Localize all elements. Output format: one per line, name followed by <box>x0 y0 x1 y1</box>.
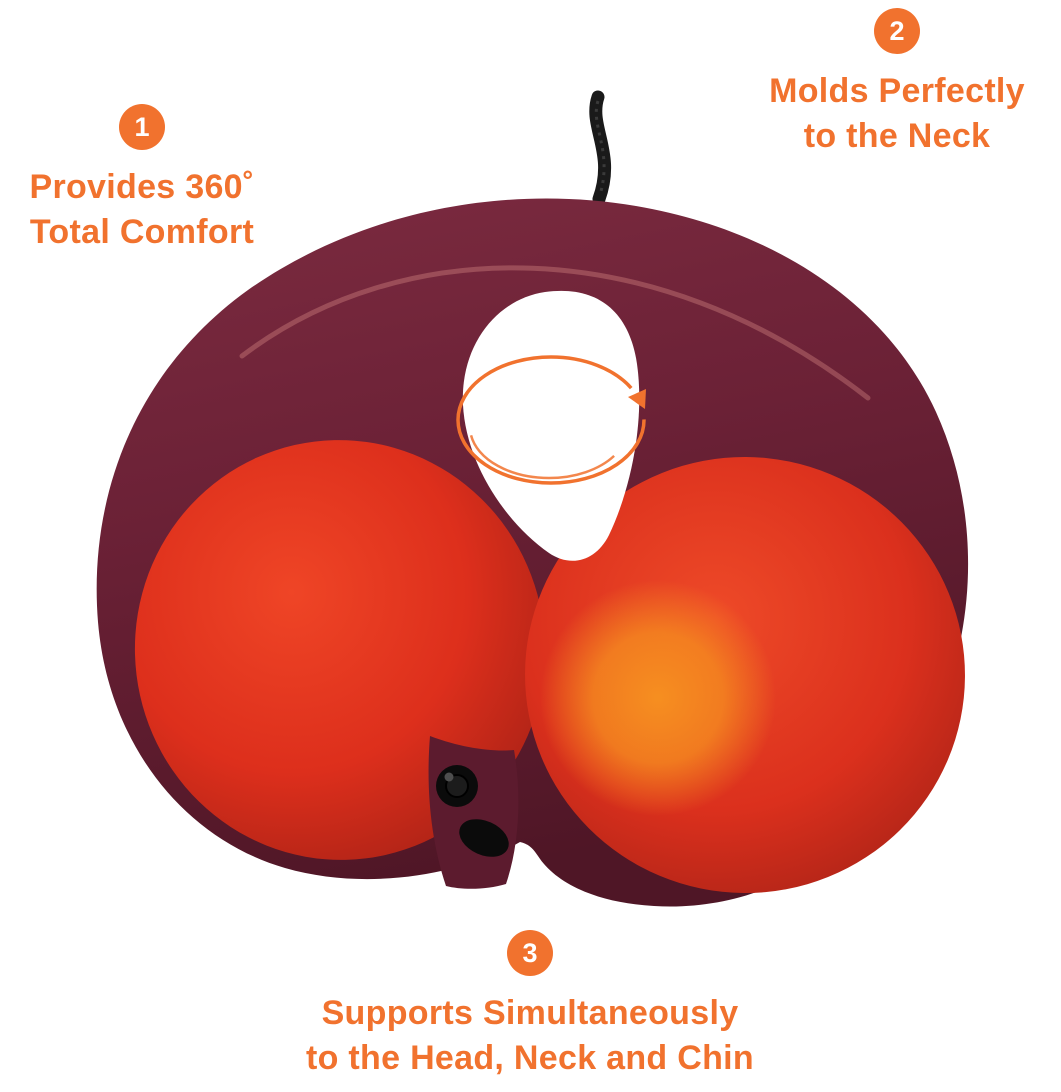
callout-1-number: 1 <box>134 111 150 142</box>
callout-3-line-2: to the Head, Neck and Chin <box>306 1038 754 1077</box>
callout-2-line-1: Molds Perfectly <box>769 72 1025 110</box>
callout-1-line-2: Total Comfort <box>29 212 255 251</box>
callout-supports-head-neck-chin: 3 Supports Simultaneously to the Head, N… <box>178 930 882 1081</box>
snap-tab <box>428 736 519 889</box>
callout-3-line-1: Supports Simultaneously <box>321 994 739 1032</box>
callout-2-number: 2 <box>889 15 905 46</box>
callout-molds-to-neck: 2 Molds Perfectly to the Neck <box>747 8 1047 159</box>
callout-1-number-badge: 1 <box>119 104 165 150</box>
shell-highlight <box>239 265 871 401</box>
neck-opening <box>462 290 640 561</box>
callout-2-text: Molds Perfectly to the Neck <box>747 69 1047 159</box>
callout-1-text: Provides 360˚ Total Comfort <box>0 165 290 255</box>
callout-3-number: 3 <box>522 937 538 968</box>
snap-stud <box>459 819 509 857</box>
callout-2-line-2: to the Neck <box>803 116 991 155</box>
callout-3-number-badge: 3 <box>507 930 553 976</box>
snap-closure <box>428 736 519 889</box>
warmth-glow <box>540 580 776 816</box>
callout-2-number-badge: 2 <box>874 8 920 54</box>
rotation-arrow-icon <box>456 355 646 485</box>
snap-button-highlight <box>444 772 454 782</box>
callout-provides-360-comfort: 1 Provides 360˚ Total Comfort <box>0 104 290 255</box>
hang-cord-icon <box>589 90 612 206</box>
callout-3-text: Supports Simultaneously to the Head, Nec… <box>178 991 882 1081</box>
callout-1-line-1: Provides 360˚ <box>29 168 255 206</box>
